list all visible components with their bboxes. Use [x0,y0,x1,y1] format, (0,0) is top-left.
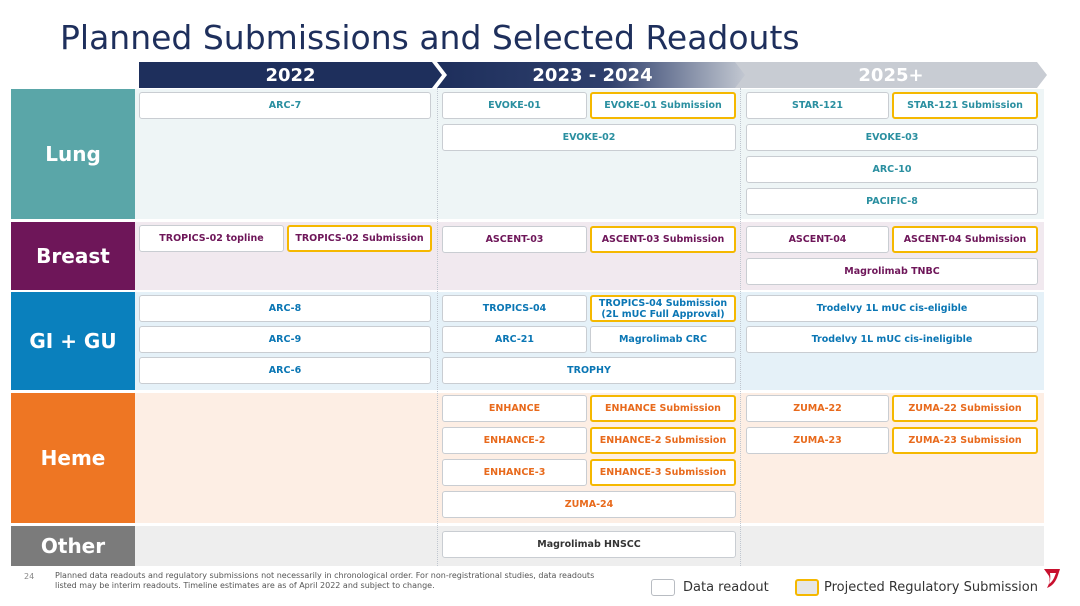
readout-zuma-22: ZUMA-22 [746,395,889,422]
period-arrow [735,62,1047,88]
period-header-2022: 2022 [139,62,442,88]
readout-enhance: ENHANCE [442,395,587,422]
readout-arc-6: ARC-6 [139,357,431,384]
submission-tropics-02: TROPICS-02 Submission [287,225,432,252]
page-title: Planned Submissions and Selected Readout… [60,18,800,57]
row-label-text: Breast [36,244,110,268]
submission-tropics-04-line1: TROPICS-04 Submission [598,297,728,309]
readout-evoke-03: EVOKE-03 [746,124,1038,151]
row-label-heme: Heme [11,393,135,523]
readout-magrolimab-tnbc: Magrolimab TNBC [746,258,1038,285]
readout-tropics-02-topline: TROPICS-02 topline [139,225,284,252]
readout-star-121: STAR-121 [746,92,889,119]
column-divider [437,88,438,566]
readout-arc-10: ARC-10 [746,156,1038,183]
readout-magrolimab-hnscc: Magrolimab HNSCC [442,531,736,558]
row-label-breast: Breast [11,222,135,290]
readout-arc-21: ARC-21 [442,326,587,353]
period-header-2025-plus: 2025+ [735,62,1047,88]
submission-enhance-2: ENHANCE-2 Submission [590,427,736,454]
readout-evoke-01: EVOKE-01 [442,92,587,119]
row-label-text: Other [40,534,106,558]
readout-arc-9: ARC-9 [139,326,431,353]
readout-arc-8: ARC-8 [139,295,431,322]
period-label: 2023 - 2024 [532,64,653,86]
row-label-lung: Lung [11,89,135,219]
submission-evoke-01: EVOKE-01 Submission [590,92,736,119]
readout-enhance-3: ENHANCE-3 [442,459,587,486]
readout-pacific-8: PACIFIC-8 [746,188,1038,215]
period-arrow [139,62,442,88]
company-logo-icon [1041,566,1063,590]
row-label-gigu: GI + GU [11,292,135,390]
legend-readout-label: Data readout [683,580,769,595]
submission-enhance-3: ENHANCE-3 Submission [590,459,736,486]
row-label-text: Lung [45,142,101,166]
row-label-text: GI + GU [29,329,117,353]
column-divider [740,88,741,566]
readout-trodelvy-cis-ineligible: Trodelvy 1L mUC cis-ineligible [746,326,1038,353]
readout-magrolimab-crc: Magrolimab CRC [590,326,736,353]
readout-trophy: TROPHY [442,357,736,384]
page-number: 24 [24,572,35,581]
period-label: 2025+ [858,64,924,86]
readout-ascent-03: ASCENT-03 [442,226,587,253]
submission-tropics-04-line2: (2L mUC Full Approval) [601,308,725,320]
readout-trodelvy-cis-eligible: Trodelvy 1L mUC cis-eligible [746,295,1038,322]
submission-zuma-22: ZUMA-22 Submission [892,395,1038,422]
legend-submission-label: Projected Regulatory Submission [824,580,1038,595]
period-label: 2022 [265,64,316,86]
submission-zuma-23: ZUMA-23 Submission [892,427,1038,454]
legend-readout-swatch [651,579,675,596]
submission-ascent-03: ASCENT-03 Submission [590,226,736,253]
row-label-text: Heme [40,446,106,470]
period-header-2023-2024: 2023 - 2024 [437,62,748,88]
readout-enhance-2: ENHANCE-2 [442,427,587,454]
submission-tropics-04: TROPICS-04 Submission (2L mUC Full Appro… [590,295,736,322]
row-label-other: Other [11,526,135,566]
period-arrow [437,62,748,88]
readout-zuma-24: ZUMA-24 [442,491,736,518]
readout-ascent-04: ASCENT-04 [746,226,889,253]
submission-enhance: ENHANCE Submission [590,395,736,422]
readout-tropics-04: TROPICS-04 [442,295,587,322]
submission-ascent-04: ASCENT-04 Submission [892,226,1038,253]
submission-star-121: STAR-121 Submission [892,92,1038,119]
readout-arc-7: ARC-7 [139,92,431,119]
footnote: Planned data readouts and regulatory sub… [55,571,595,590]
legend-submission-swatch [795,579,819,596]
readout-evoke-02: EVOKE-02 [442,124,736,151]
readout-zuma-23: ZUMA-23 [746,427,889,454]
